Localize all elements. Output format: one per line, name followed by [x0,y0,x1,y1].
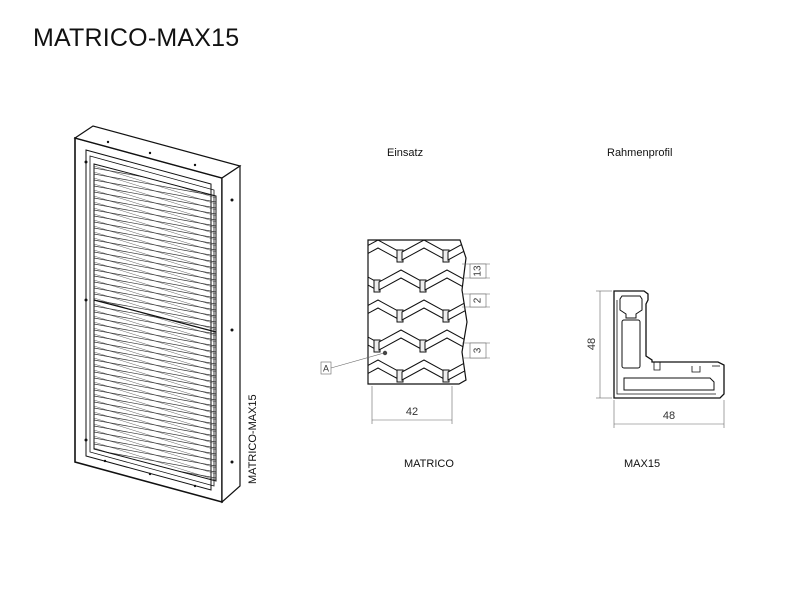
frame-inner-edge [85,149,212,491]
dim-profile-height: 48 [586,338,598,350]
frame-profile-heading: Rahmenprofil [607,147,673,159]
insert-section-drawing: 13 2 3 42 A [320,239,490,424]
frame-screws [84,140,234,488]
dim-profile-width: 48 [663,410,675,422]
dim-pitch: 13 [473,265,484,277]
frame-profile-drawing [596,290,725,428]
door-frame-drawing [73,125,242,504]
frame-side-face [221,164,241,504]
marker-a: A [323,364,329,374]
insert-heading: Einsatz [387,147,424,159]
dim-insert-width: 42 [406,406,418,418]
dim-slat: 3 [473,347,484,353]
frame-inner-edge-2 [89,155,215,487]
dim-gap: 2 [473,297,484,303]
page-title: MATRICO-MAX15 [33,24,240,52]
matrico-caption: MATRICO [404,458,454,470]
max15-caption: MAX15 [624,458,661,470]
